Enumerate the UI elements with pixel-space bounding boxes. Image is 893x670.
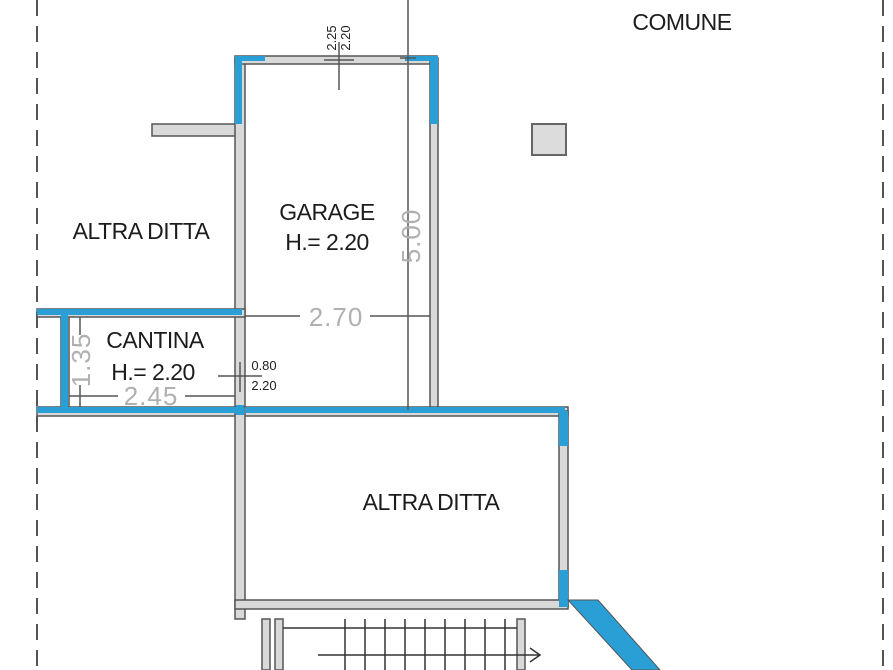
cantina-name-label: CANTINA xyxy=(106,327,205,353)
pillar-square xyxy=(531,123,567,156)
cantina-door-width-dimension: 0.80 xyxy=(251,358,276,373)
comune-label: COMUNE xyxy=(632,9,731,35)
cantina-height-label: H.= 2.20 xyxy=(111,359,195,385)
dimension-lines xyxy=(69,0,430,410)
property-boundary xyxy=(36,0,884,670)
garage-door-height-dimension: 2.20 xyxy=(338,25,353,50)
garage-height-label: H.= 2.20 xyxy=(285,229,369,255)
ramp xyxy=(566,599,661,670)
garage-name-label: GARAGE xyxy=(279,199,375,225)
altra-ditta-left-label: ALTRA DITTA xyxy=(73,218,211,244)
cantina-door-height-dimension: 2.20 xyxy=(251,378,276,393)
cantina-depth-dimension: 1.35 xyxy=(66,333,96,388)
garage-door-width-dimension: 2.25 xyxy=(324,25,339,50)
property-highlight xyxy=(37,56,568,607)
altra-ditta-bottom-label: ALTRA DITTA xyxy=(363,489,501,515)
stairs xyxy=(283,619,542,670)
garage-width-dimension: 2.70 xyxy=(309,302,364,332)
cantina-width-dimension: 2.45 xyxy=(124,381,179,411)
garage-length-dimension: 5.00 xyxy=(396,209,426,264)
